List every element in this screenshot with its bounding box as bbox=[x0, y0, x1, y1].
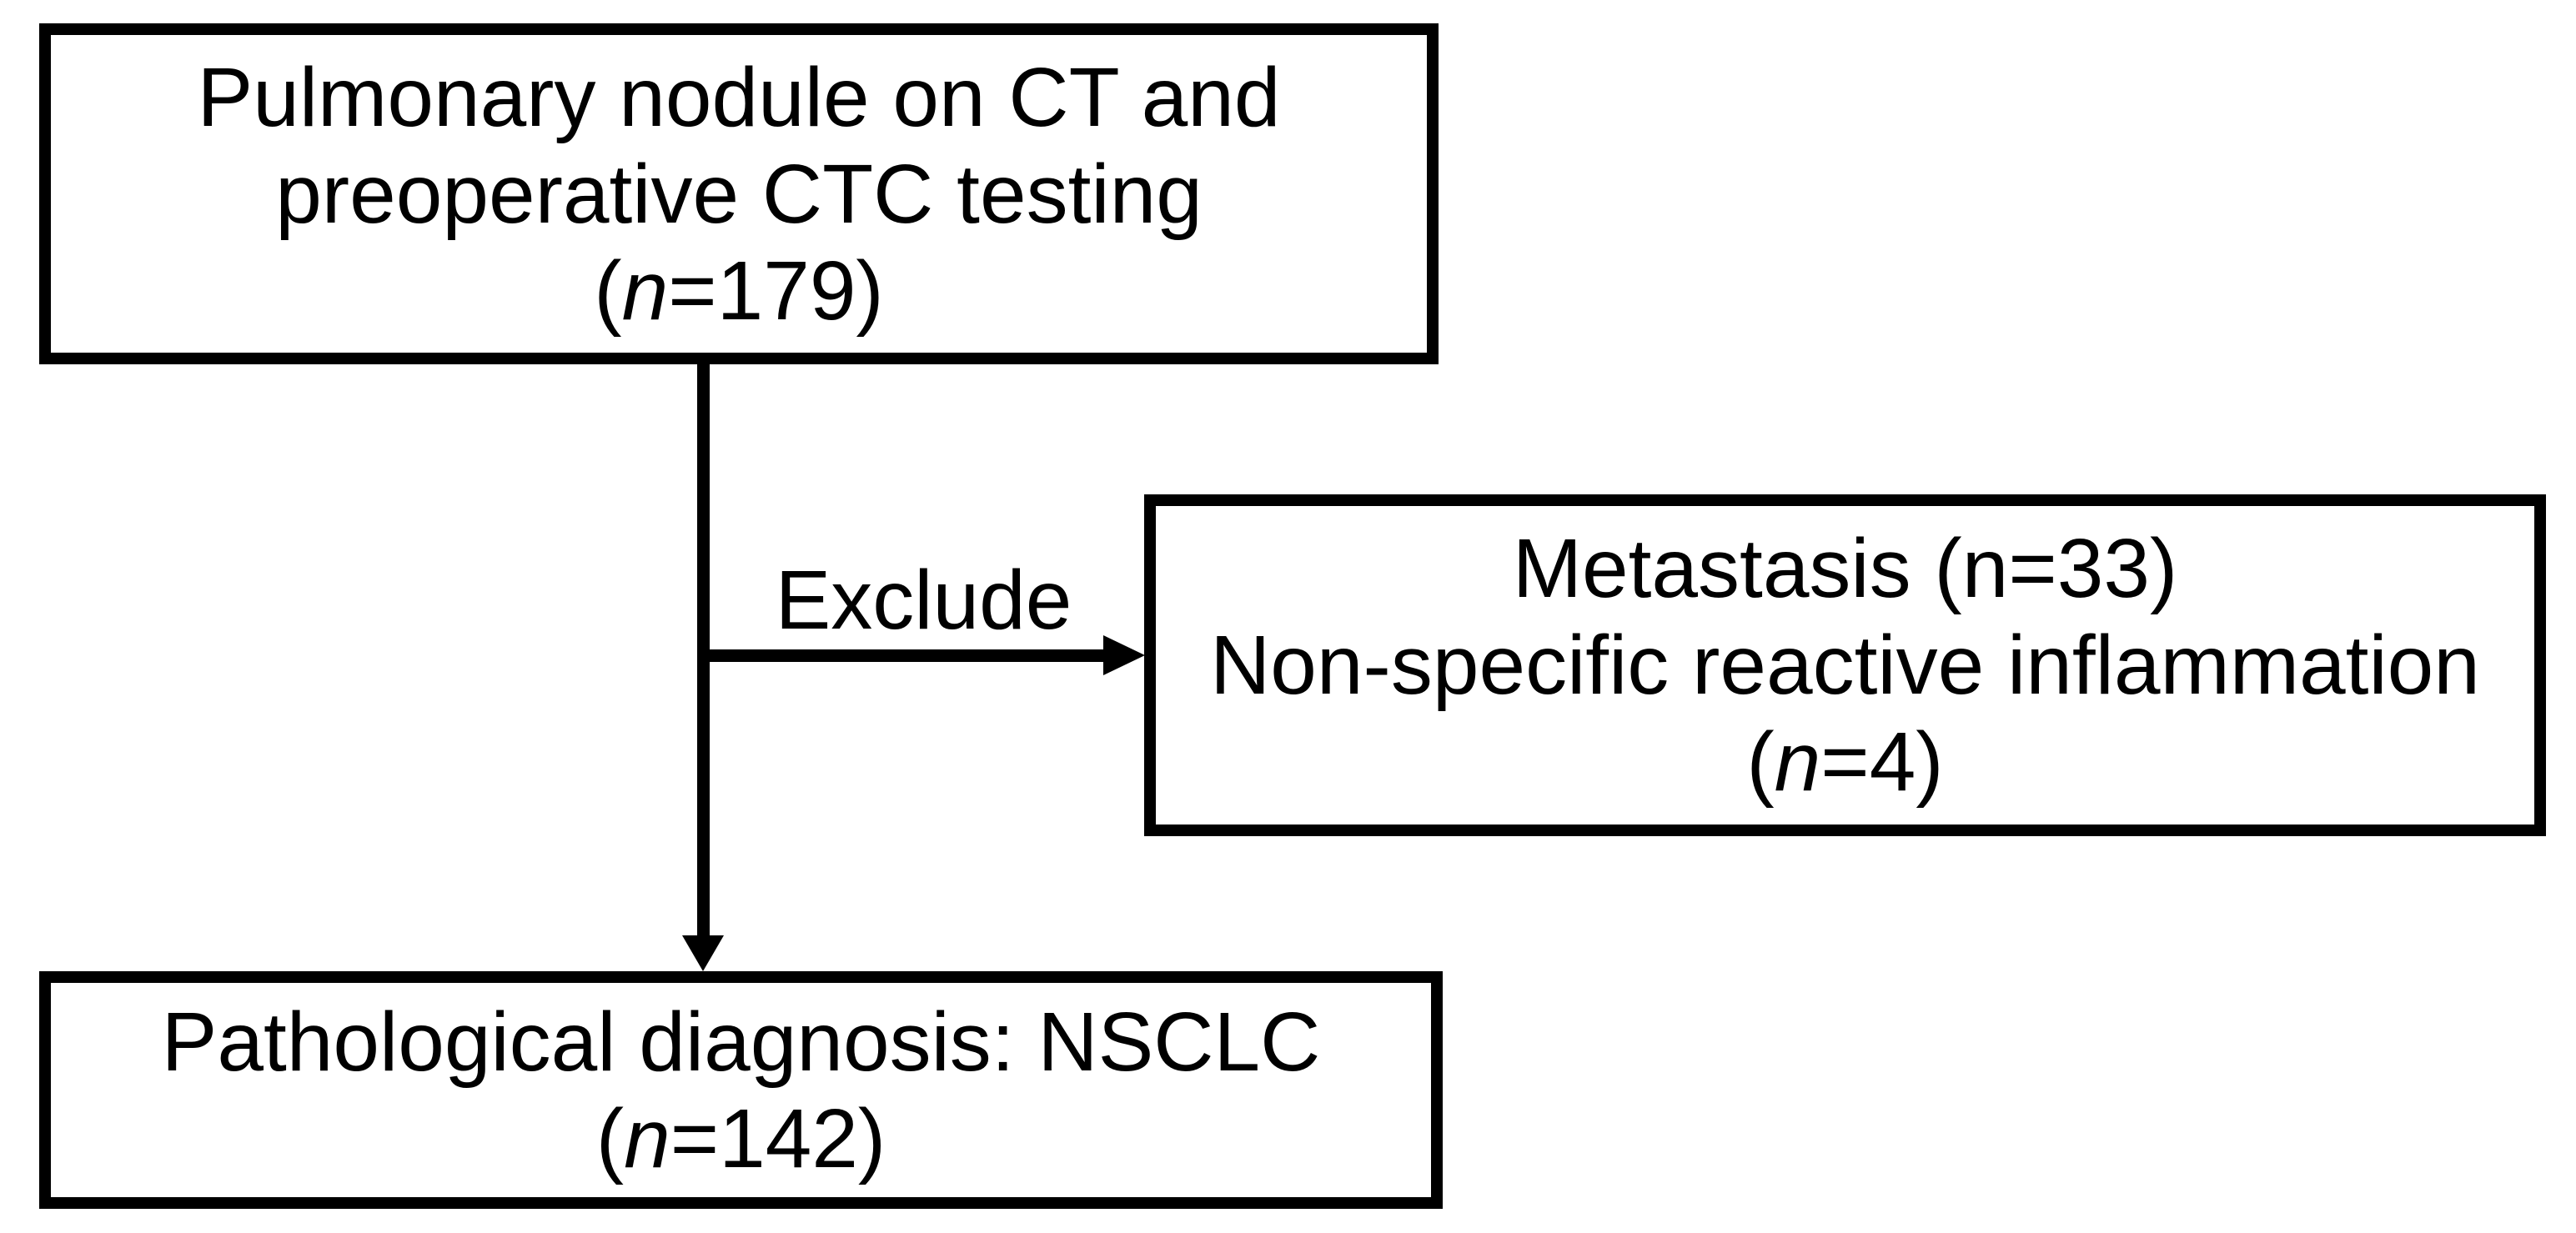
arrowhead-down-icon bbox=[682, 935, 724, 971]
flow-box-excluded-cases: Metastasis (n=33) Non-specific reactive … bbox=[1144, 494, 2546, 836]
flow-box-excluded-count: (n=4) bbox=[1746, 715, 1944, 809]
arrowhead-right-icon bbox=[1103, 635, 1145, 675]
flow-box-excluded-line-2: Non-specific reactive inflammation bbox=[1210, 619, 2480, 712]
flow-box-initial-line-2: preoperative CTC testing bbox=[275, 147, 1203, 241]
flow-box-initial-count: (n=179) bbox=[594, 243, 884, 338]
flow-box-excluded-line-1: Metastasis (n=33) bbox=[1512, 522, 2178, 615]
exclude-label: Exclude bbox=[775, 554, 1072, 647]
flow-box-final-count: (n=142) bbox=[595, 1091, 886, 1185]
flow-box-final-diagnosis: Pathological diagnosis: NSCLC (n=142) bbox=[39, 971, 1443, 1209]
flow-box-final-line-1: Pathological diagnosis: NSCLC bbox=[161, 995, 1321, 1089]
flow-box-initial-cohort: Pulmonary nodule on CT and preoperative … bbox=[39, 23, 1439, 364]
connector-exclude-line bbox=[703, 649, 1103, 662]
flow-box-initial-line-1: Pulmonary nodule on CT and bbox=[197, 50, 1281, 144]
